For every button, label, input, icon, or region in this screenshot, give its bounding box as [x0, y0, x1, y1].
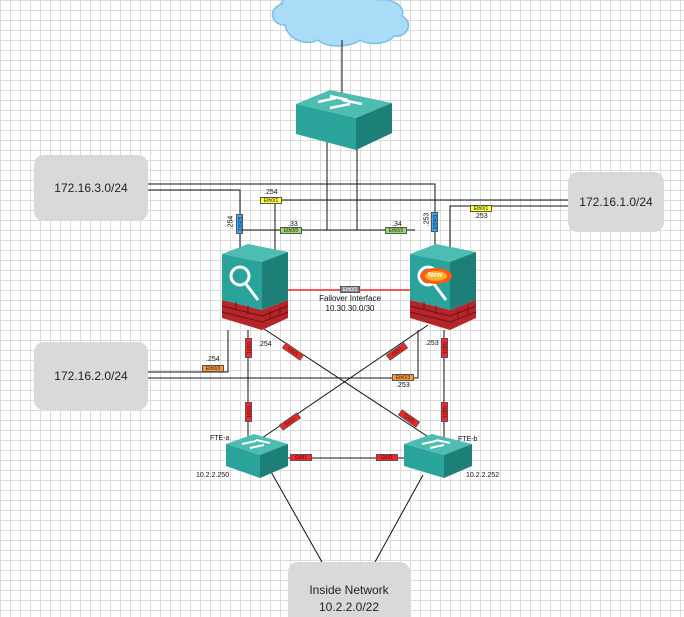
inside-network-title: Inside Network [309, 583, 389, 597]
network-label: 172.16.2.0/24 [54, 368, 128, 383]
failover-subnet: 10.30.30.0/30 [325, 304, 375, 313]
port-tag-failover: Eth0/5 [340, 286, 360, 293]
network-box-172-16-1: 172.16.1.0/24 [568, 172, 664, 232]
ip-label: .253 [474, 213, 488, 220]
port-tag-eth00-a: Eth0/0 [280, 227, 302, 234]
port-tag-eth01-b: Eth0/1 [470, 205, 492, 212]
ip-label: .34 [392, 221, 402, 228]
port-tag-red-switch-a: Gi0/1 [290, 454, 312, 461]
port-tag-red-a-sw: Gi0/1 [245, 402, 252, 422]
switch-b-name: FTE-b [458, 436, 478, 443]
ip-label: .254 [258, 341, 272, 348]
switch-a-ip: 10.2.2.250 [196, 472, 230, 479]
port-tag-red-switch-b: Gi0/1 [376, 454, 398, 461]
port-tag-eth02-blue-b: Eth0/2 [431, 212, 438, 232]
core-switch-icon [296, 90, 392, 150]
port-tag-red-a-fw: Gi0/1 [245, 338, 252, 358]
network-label: 172.16.1.0/24 [579, 194, 653, 209]
failover-title: Failover Interface [319, 294, 381, 303]
port-tag-eth03-orange-a: Eth0/3 [202, 365, 224, 372]
ip-label: .253 [423, 212, 431, 227]
cloud-icon [271, 0, 410, 47]
ip-label: .253 [396, 382, 410, 389]
inside-network-box: Inside Network 10.2.2.0/22 [288, 562, 410, 617]
ip-label: .33 [288, 221, 298, 228]
network-label: 172.16.3.0/24 [54, 180, 128, 195]
new-badge: New [428, 272, 443, 279]
port-tag-eth03-orange-b: Eth0/3 [392, 374, 414, 381]
ip-label: .254 [264, 189, 278, 196]
port-tag-red-b-fw: Gi0/1 [441, 338, 448, 358]
firewall-b-icon [409, 244, 477, 330]
inside-network-subnet: 10.2.2.0/22 [318, 600, 380, 614]
ip-label: .254 [227, 215, 235, 230]
ip-label: .253 [425, 340, 439, 347]
firewall-a-icon [221, 244, 289, 330]
port-tag-eth02-blue-a: Eth0/2 [236, 214, 243, 234]
network-box-172-16-2: 172.16.2.0/24 [34, 342, 148, 410]
switch-fte-a-icon [226, 434, 288, 478]
port-tag-red-b-sw: Gi0/1 [441, 402, 448, 422]
port-tag-eth00-b: Eth0/0 [385, 227, 407, 234]
switch-b-ip: 10.2.2.252 [466, 472, 500, 479]
ip-label: .254 [206, 356, 220, 363]
port-tag-eth01-a: Eth0/1 [260, 197, 282, 204]
switch-a-name: FTE-a [210, 435, 230, 442]
network-box-172-16-3: 172.16.3.0/24 [34, 155, 148, 221]
switch-fte-b-icon [404, 434, 472, 478]
failover-interface-label: Failover Interface 10.30.30.0/30 [300, 294, 400, 314]
